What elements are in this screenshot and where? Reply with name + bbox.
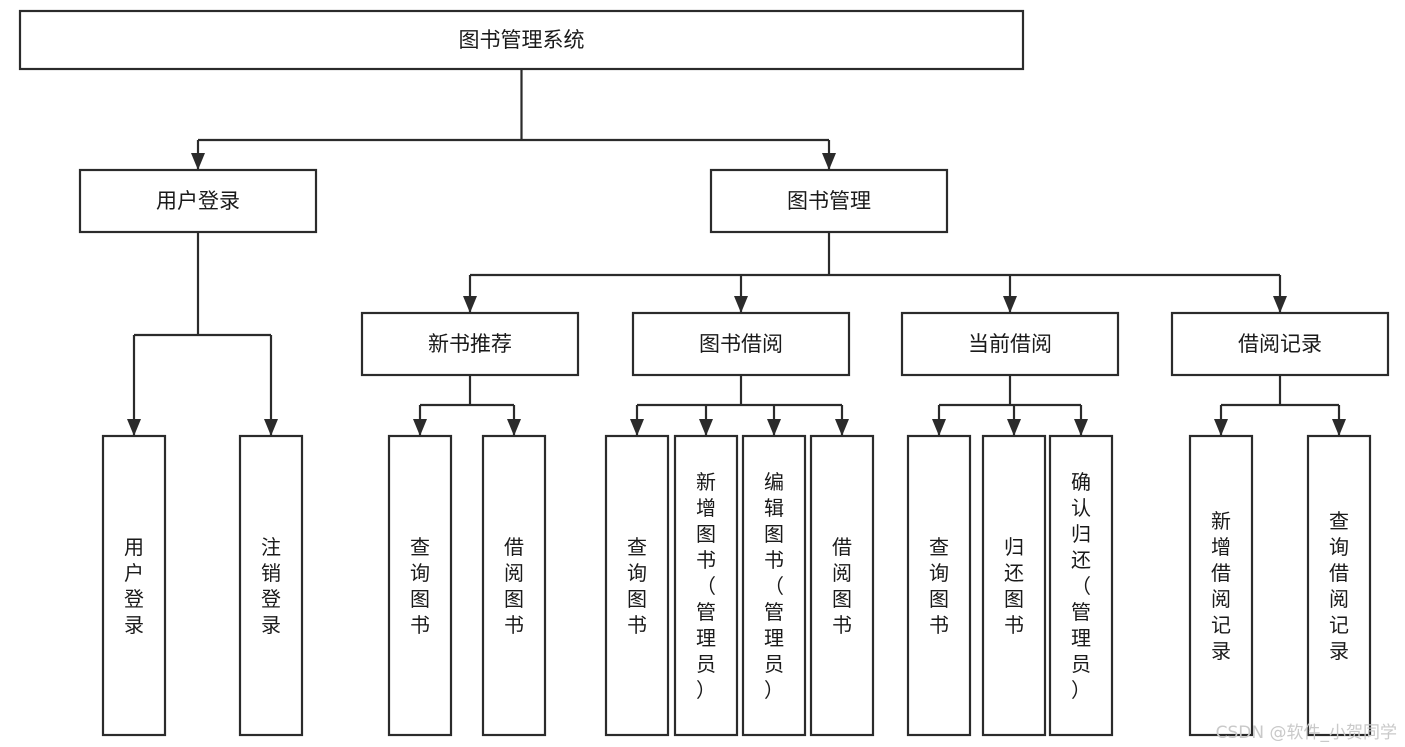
leaf-node-leaf-user-logout[interactable]: 注销登录 (238, 434, 304, 737)
level2-node-book-borrow[interactable]: 图书借阅 (631, 311, 851, 377)
arrow-head-icon (264, 419, 278, 436)
leaf-node-leaf-borrow-borrow-book[interactable]: 借阅图书 (809, 434, 875, 737)
leaf-node-leaf-borrow-edit-book[interactable]: 编辑图书（管理员） (741, 434, 807, 737)
node-label: 用户登录 (156, 189, 240, 213)
connector-record-to-leaves (1214, 375, 1346, 436)
arrow-head-icon (507, 419, 521, 436)
connector-borrow-to-leaves (630, 375, 849, 436)
leaf-node-leaf-current-return-book[interactable]: 归还图书 (981, 434, 1047, 737)
node-label: 归还图书 (1004, 535, 1024, 637)
arrow-head-icon (767, 419, 781, 436)
node-box (101, 434, 167, 737)
node-box (709, 168, 949, 234)
node-box (1048, 434, 1114, 737)
node-label: 编辑图书（管理员） (764, 470, 784, 702)
leaf-node-leaf-current-confirm-return[interactable]: 确认归还（管理员） (1048, 434, 1114, 737)
node-box (360, 311, 580, 377)
node-box (1170, 311, 1390, 377)
connector-userlogin-to-leaves (127, 232, 278, 436)
node-box (387, 434, 453, 737)
arrow-head-icon (1332, 419, 1346, 436)
arrow-head-icon (835, 419, 849, 436)
node-box (900, 311, 1120, 377)
connector-recommend-to-leaves (413, 375, 521, 436)
arrow-head-icon (413, 419, 427, 436)
arrow-head-icon (734, 296, 748, 313)
node-label: 新增借阅记录 (1211, 509, 1231, 663)
node-label: 新增图书（管理员） (696, 470, 716, 702)
node-label: 新书推荐 (428, 332, 512, 356)
level1-node-user-login[interactable]: 用户登录 (78, 168, 318, 234)
node-label: 借阅记录 (1238, 332, 1322, 356)
node-box (741, 434, 807, 737)
arrow-head-icon (1214, 419, 1228, 436)
node-box (238, 434, 304, 737)
connector-layer (127, 69, 1346, 436)
node-label: 查询图书 (929, 535, 949, 637)
leaf-node-leaf-rec-query-book[interactable]: 查询图书 (387, 434, 453, 737)
arrow-head-icon (127, 419, 141, 436)
node-box (18, 9, 1025, 71)
node-label: 查询借阅记录 (1329, 509, 1349, 663)
node-label: 注销登录 (261, 535, 281, 637)
node-label: 查询图书 (410, 535, 430, 637)
leaf-node-leaf-current-query-book[interactable]: 查询图书 (906, 434, 972, 737)
arrow-head-icon (699, 419, 713, 436)
connector-bookmanage-to-level2 (463, 232, 1287, 313)
node-label: 借阅图书 (832, 535, 852, 637)
level1-node-book-manage[interactable]: 图书管理 (709, 168, 949, 234)
arrow-head-icon (822, 153, 836, 170)
connector-current-to-leaves (932, 375, 1088, 436)
node-label: 用户登录 (124, 535, 144, 637)
node-label: 查询图书 (627, 535, 647, 637)
node-label: 图书管理 (787, 189, 871, 213)
arrow-head-icon (1003, 296, 1017, 313)
node-box (1306, 434, 1372, 737)
arrow-head-icon (932, 419, 946, 436)
node-label: 借阅图书 (504, 535, 524, 637)
watermark-label: CSDN @软件_小贺同学 (1215, 723, 1397, 743)
node-box (481, 434, 547, 737)
leaf-node-leaf-borrow-add-book[interactable]: 新增图书（管理员） (673, 434, 739, 737)
node-label: 确认归还（管理员） (1071, 470, 1091, 702)
level2-node-current-borrow[interactable]: 当前借阅 (900, 311, 1120, 377)
arrow-head-icon (191, 153, 205, 170)
node-layer: 图书管理系统用户登录图书管理新书推荐图书借阅当前借阅借阅记录用户登录注销登录查询… (18, 9, 1390, 737)
root-node-root[interactable]: 图书管理系统 (18, 9, 1025, 71)
node-box (631, 311, 851, 377)
arrow-head-icon (1007, 419, 1021, 436)
arrow-head-icon (630, 419, 644, 436)
node-box (906, 434, 972, 737)
leaf-node-leaf-rec-borrow-book[interactable]: 借阅图书 (481, 434, 547, 737)
node-box (673, 434, 739, 737)
leaf-node-leaf-record-query[interactable]: 查询借阅记录 (1306, 434, 1372, 737)
leaf-node-leaf-user-login[interactable]: 用户登录 (101, 434, 167, 737)
node-box (604, 434, 670, 737)
node-box (1188, 434, 1254, 737)
level2-node-new-book-recommend[interactable]: 新书推荐 (360, 311, 580, 377)
level2-node-borrow-record[interactable]: 借阅记录 (1170, 311, 1390, 377)
arrow-head-icon (1074, 419, 1088, 436)
node-box (78, 168, 318, 234)
node-label: 图书管理系统 (459, 28, 585, 52)
leaf-node-leaf-borrow-query-book[interactable]: 查询图书 (604, 434, 670, 737)
node-label: 当前借阅 (968, 332, 1052, 356)
connector-root-to-level1 (191, 69, 836, 170)
node-label: 图书借阅 (699, 332, 783, 356)
arrow-head-icon (1273, 296, 1287, 313)
leaf-node-leaf-record-add[interactable]: 新增借阅记录 (1188, 434, 1254, 737)
arrow-head-icon (463, 296, 477, 313)
node-box (981, 434, 1047, 737)
node-box (809, 434, 875, 737)
